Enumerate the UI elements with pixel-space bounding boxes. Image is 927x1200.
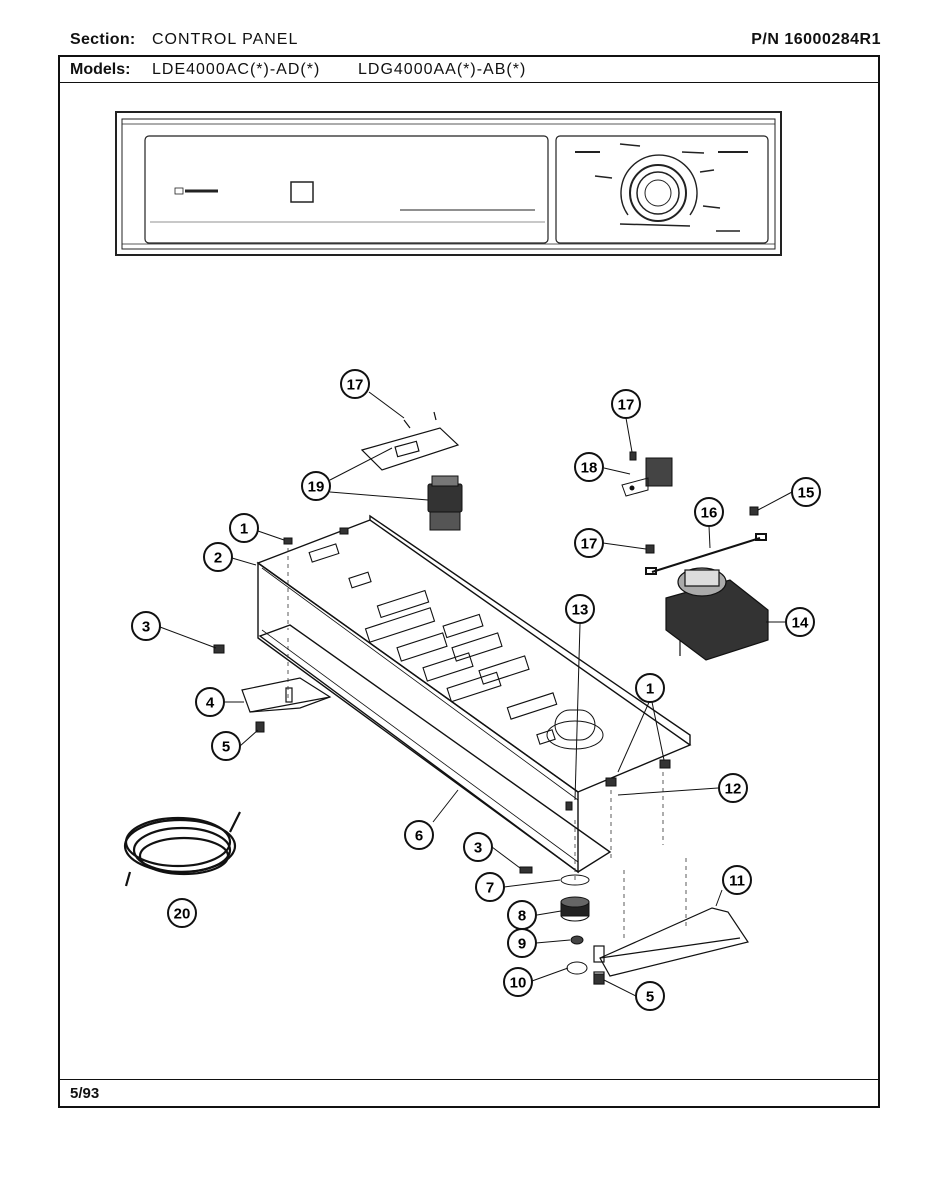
callout-8: 8: [507, 900, 537, 930]
wire-harness-illustration: [123, 811, 241, 887]
callout-12: 12: [718, 773, 748, 803]
svg-text:3: 3: [142, 619, 150, 636]
callout-5: 5: [635, 981, 665, 1011]
callout-1: 1: [229, 513, 259, 543]
panel-cutouts: [308, 543, 558, 745]
jumper-wire-illustration: [645, 533, 767, 575]
callout-17: 17: [611, 389, 641, 419]
callout-9: 9: [507, 928, 537, 958]
callout-11: 11: [722, 865, 752, 895]
callout-2: 2: [203, 542, 233, 572]
panel-bracket-illustration: [256, 514, 692, 874]
svg-text:7: 7: [486, 880, 494, 897]
console-front-illustration: [115, 111, 782, 256]
callout-7: 7: [475, 872, 505, 902]
callout-17: 17: [340, 369, 370, 399]
svg-text:17: 17: [581, 536, 598, 553]
date-code: 5/93: [70, 1085, 100, 1102]
svg-text:19: 19: [308, 479, 325, 496]
svg-text:16: 16: [701, 505, 718, 522]
callout-19: 19: [301, 471, 331, 501]
svg-text:6: 6: [415, 828, 423, 845]
model-group-1: LDE4000AC(*)-AD(*): [152, 61, 321, 78]
buzzer-illustration: [621, 457, 673, 497]
callout-20: 20: [167, 898, 197, 928]
screw-illustrations: [213, 451, 759, 985]
timer-dial-illustration: [629, 164, 687, 222]
svg-text:4: 4: [206, 695, 215, 712]
part-number: P/N 16000284R1: [751, 31, 881, 48]
diagram-frame: Models: LDE4000AC(*)-AD(*) LDG4000AA(*)-…: [58, 55, 880, 1108]
svg-text:13: 13: [572, 602, 589, 619]
svg-text:10: 10: [510, 975, 527, 992]
callout-6: 6: [404, 820, 434, 850]
models-row: Models: LDE4000AC(*)-AD(*) LDG4000AA(*)-…: [60, 57, 878, 83]
callout-17: 17: [574, 528, 604, 558]
svg-text:18: 18: [581, 460, 598, 477]
svg-text:17: 17: [618, 397, 635, 414]
svg-text:17: 17: [347, 377, 364, 394]
svg-text:20: 20: [174, 906, 191, 923]
callout-5: 5: [211, 731, 241, 761]
svg-text:3: 3: [474, 840, 482, 857]
callout-14: 14: [785, 607, 815, 637]
model-group-2: LDG4000AA(*)-AB(*): [358, 61, 527, 78]
leader-lines: [159, 391, 793, 997]
callout-13: 13: [565, 594, 595, 624]
svg-text:2: 2: [214, 550, 222, 567]
callout-1: 1: [635, 673, 665, 703]
svg-text:14: 14: [792, 615, 809, 632]
switch-bezel-illustration: [360, 411, 460, 471]
callout-3: 3: [131, 611, 161, 641]
callout-4: 4: [195, 687, 225, 717]
svg-text:12: 12: [725, 781, 742, 798]
callout-10: 10: [503, 967, 533, 997]
svg-text:11: 11: [729, 873, 745, 890]
svg-text:5: 5: [646, 989, 654, 1006]
section-label: Section:: [70, 31, 136, 48]
section-title: CONTROL PANEL: [152, 31, 299, 48]
callout-15: 15: [791, 477, 821, 507]
svg-text:1: 1: [646, 681, 654, 698]
knob-illustration: [560, 874, 590, 975]
callouts: 17 19 1 2 3 4 5 17 18 16 15 17 13 14 1 1…: [131, 369, 821, 1011]
footer-divider: [60, 1079, 878, 1080]
svg-text:9: 9: [518, 936, 526, 953]
assembly-guide-lines: [287, 548, 687, 940]
svg-text:15: 15: [798, 485, 815, 502]
svg-text:1: 1: [240, 521, 248, 538]
support-bracket-illustration: [593, 907, 749, 985]
svg-text:5: 5: [222, 739, 230, 756]
timer-illustration: [665, 567, 769, 661]
start-button-illustration: [290, 181, 314, 203]
callout-16: 16: [694, 497, 724, 527]
callout-18: 18: [574, 452, 604, 482]
svg-text:8: 8: [518, 908, 526, 925]
models-label: Models:: [70, 61, 131, 78]
end-bracket-illustration: [241, 677, 332, 713]
callout-3: 3: [463, 832, 493, 862]
push-switch-illustration: [427, 475, 463, 531]
